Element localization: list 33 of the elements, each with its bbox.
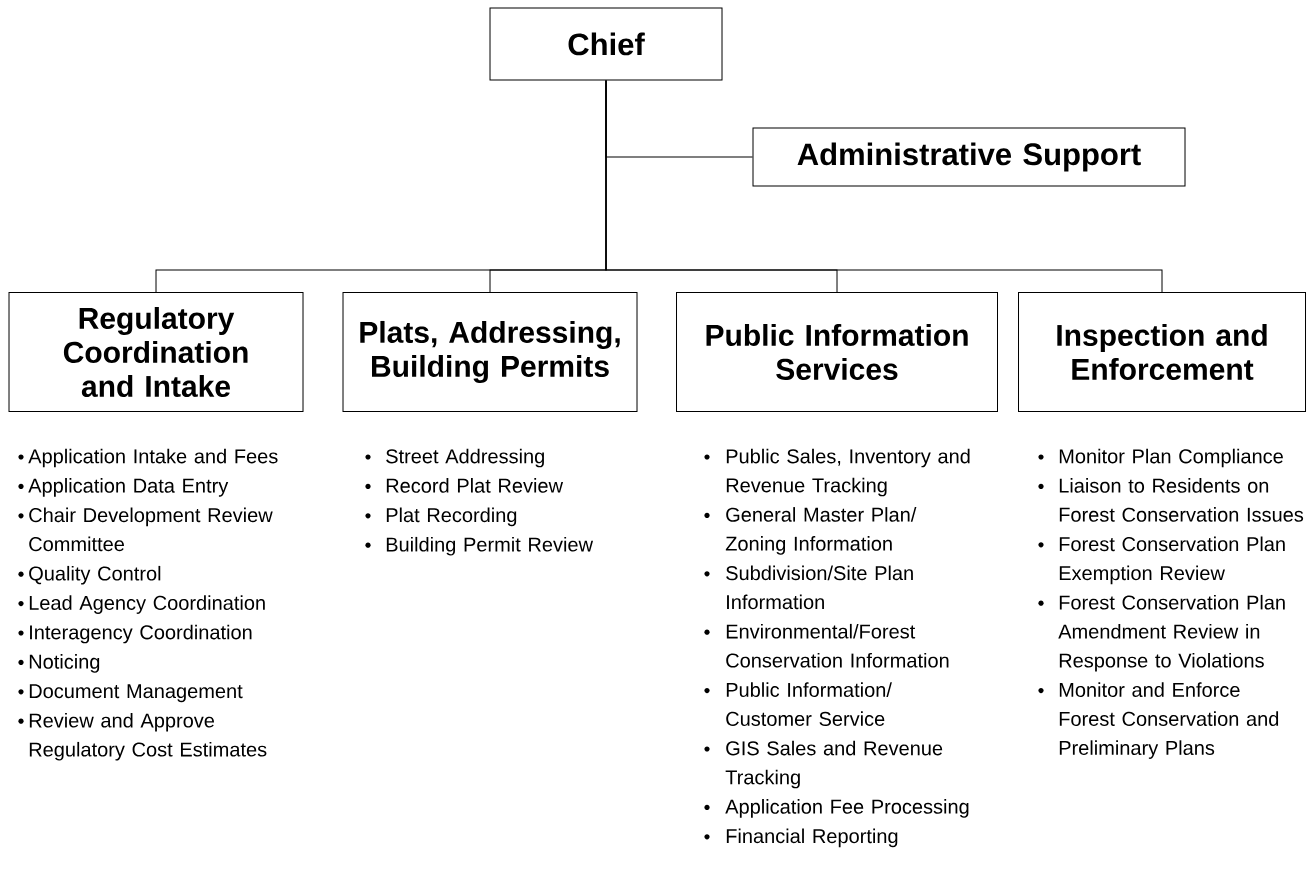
bullet-item: Public Information/ Customer Service [726, 682, 892, 726]
org-box: Plats, Addressing, Building Permits [342, 292, 638, 412]
bullet-item: Review and Approve Regulatory Cost Estimates [29, 712, 267, 761]
bullet-item: Forest Conservation Plan Amendment Review in Response to Violations [1058, 594, 1285, 672]
chief-box: Chief [489, 7, 723, 81]
bullet-item: Quality Control [29, 565, 161, 585]
bullet-item: Financial Reporting [726, 828, 898, 848]
bullet-item: Application Intake and Fees [28, 448, 278, 468]
bullet-item: Interagency Coordination [30, 624, 252, 644]
bullet-item: Forest Conservation Plan Exemption Review [1059, 536, 1285, 585]
bullet-item: Subdivision/Site Plan Information [726, 565, 913, 610]
bullet-item: Application Data Entry [28, 478, 229, 497]
bullet-item: Noticing [29, 654, 100, 673]
bullet-item: Document Management [29, 684, 243, 703]
bullet-item: Environmental/Forest Conservation Information [726, 623, 949, 668]
bullet-item: Liaison to Residents on Forest Conservation Issues [1059, 478, 1304, 522]
bullet-item: Application Fee Processing [725, 799, 969, 818]
bullet-item: Monitor and Enforce Forest Conservation and Preliminary Plans [1059, 682, 1279, 759]
connector-line [605, 80, 1163, 293]
org-box: Administrative Support [752, 127, 1186, 187]
bullet-item: Street Addressing [386, 448, 544, 468]
org-box: Public Information Services [676, 292, 998, 412]
bullet-item: Record Plat Review [386, 478, 564, 493]
bullet-item: Lead Agency Coordination [29, 595, 265, 614]
org-box: Inspection and Enforcement [1018, 292, 1306, 412]
bullet-item: Chair Development Review Committee [29, 507, 273, 552]
bullet-item: Building Permit Review [386, 536, 594, 556]
bullet-item: Public Sales, Inventory and Revenue Tracking [726, 448, 970, 497]
bullet-item: Monitor Plan Compliance [1059, 448, 1283, 468]
bullet-item: GIS Sales and Revenue Tracking [725, 740, 943, 789]
bullet-item: Plat Recording [386, 507, 517, 527]
org-box: Regulatory Coordination and Intake [8, 292, 304, 412]
bullet-item: General Master Plan/ Zoning Information [725, 507, 917, 555]
